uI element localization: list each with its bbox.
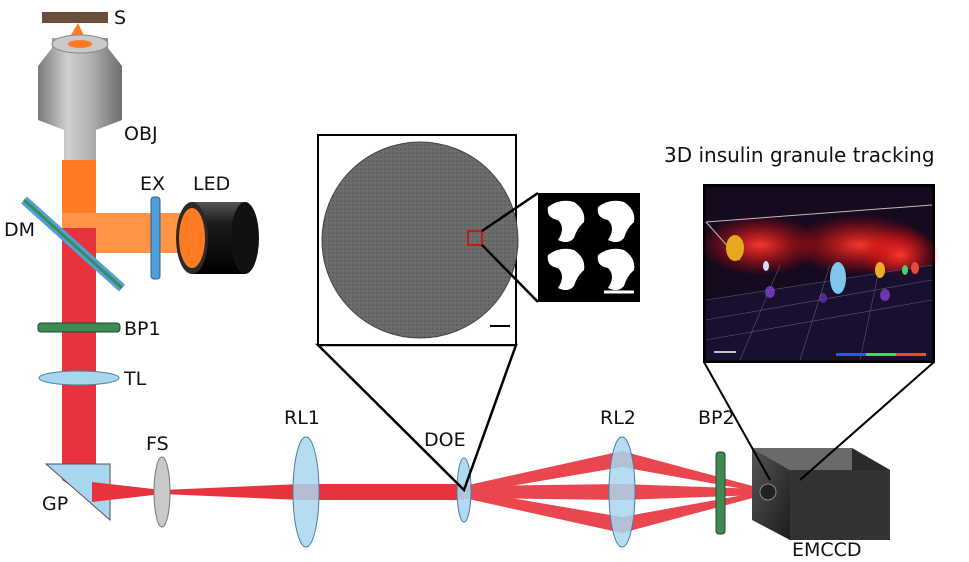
label-objective: OBJ	[124, 123, 158, 145]
label-tube-lens: TL	[123, 368, 147, 390]
tracking-title: 3D insulin granule tracking	[664, 143, 935, 167]
relay-lens-1	[292, 436, 320, 548]
tracking-line-left	[703, 361, 771, 481]
label-doe: DOE	[424, 429, 466, 451]
emccd-camera	[752, 448, 890, 540]
emission-beam-to-rl1	[162, 484, 302, 500]
label-relay-lens2: RL2	[600, 407, 636, 429]
tracking-render	[700, 187, 940, 361]
relay-lens-2	[608, 436, 636, 548]
label-led: LED	[193, 173, 230, 195]
emission-beam-to-fs	[92, 482, 162, 502]
tracking-inset	[700, 184, 940, 481]
label-excitation-filter: EX	[140, 173, 165, 195]
field-stop	[153, 456, 171, 528]
doe-inset	[314, 134, 539, 493]
led-source	[176, 202, 259, 274]
label-camera: EMCCD	[792, 539, 862, 561]
doe-unit-cells	[538, 193, 640, 302]
tracking-line-right	[799, 361, 935, 481]
bandpass-filter-1	[37, 322, 121, 333]
doe-phase-mask	[321, 141, 519, 339]
sample-slide	[42, 12, 108, 23]
doe-zoom-box	[467, 230, 483, 246]
zoom-line-top	[481, 191, 539, 233]
zoom-line-bottom	[481, 244, 539, 303]
bandpass-filter-2	[715, 451, 726, 535]
dichroic-mirror-edge	[22, 198, 124, 290]
emission-beam-to-doe	[302, 484, 464, 500]
label-bandpass1: BP1	[124, 318, 161, 340]
doe-zoom-lines	[314, 343, 518, 493]
label-sample: S	[114, 7, 126, 29]
label-field-stop: FS	[146, 433, 169, 455]
tube-lens	[38, 370, 120, 386]
objective-lens	[38, 34, 122, 160]
label-relay-lens1: RL1	[284, 407, 320, 429]
label-prism: GP	[42, 493, 68, 515]
excitation-filter	[150, 196, 161, 280]
label-dichroic-mirror: DM	[4, 219, 35, 241]
label-bandpass2: BP2	[698, 407, 735, 429]
emission-beam-vertical	[62, 228, 96, 492]
